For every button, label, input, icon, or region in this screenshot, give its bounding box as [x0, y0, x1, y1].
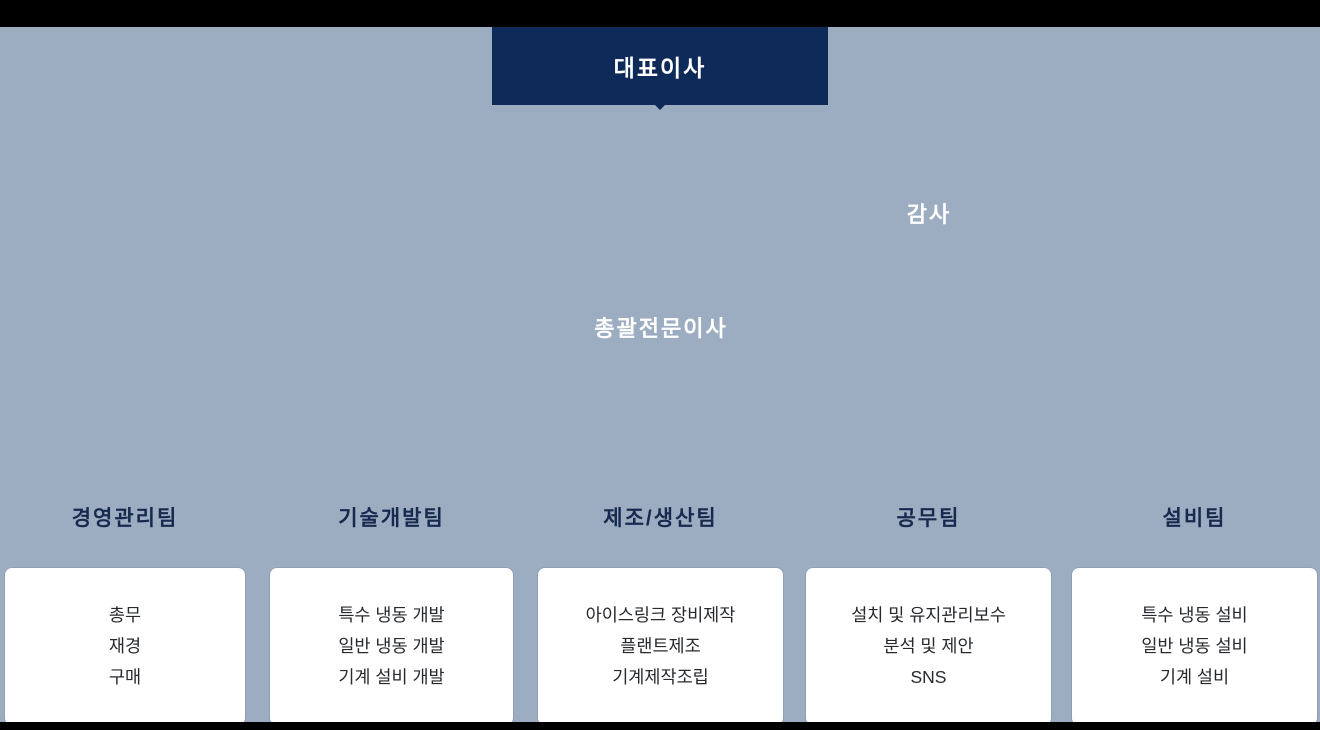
top-black-bar — [0, 0, 1320, 27]
ceo-node: 대표이사 — [492, 27, 828, 110]
team-item: 기계제작조립 — [612, 667, 709, 687]
bottom-black-bar — [0, 722, 1320, 730]
team-item: 아이스링크 장비제작 — [585, 605, 736, 625]
team-title: 제조/생산팀 — [603, 507, 718, 530]
team-card: 설치 및 유지관리보수 분석 및 제안 SNS — [806, 568, 1051, 725]
team-column-engineering: 공무팀 설치 및 유지관리보수 분석 및 제안 SNS — [806, 497, 1051, 725]
team-item: 구매 — [108, 667, 142, 687]
team-item: 일반 냉동 설비 — [1141, 636, 1248, 656]
auditor-node: 감사 — [906, 202, 952, 227]
team-card: 아이스링크 장비제작 플랜트제조 기계제작조립 — [538, 568, 783, 725]
team-item: 플랜트제조 — [620, 636, 701, 656]
executive-director-node: 총괄전문이사 — [594, 316, 728, 341]
team-column-management: 경영관리팀 총무 재경 구매 — [5, 497, 245, 725]
ceo-label: 대표이사 — [613, 55, 707, 81]
team-column-tech-development: 기술개발팀 특수 냉동 개발 일반 냉동 개발 기계 설비 개발 — [270, 497, 513, 725]
team-title: 공무팀 — [896, 507, 961, 530]
team-item: 설치 및 유지관리보수 — [851, 605, 1006, 625]
team-item: 일반 냉동 개발 — [338, 636, 445, 656]
team-item: 재경 — [108, 636, 142, 656]
team-item: 기계 설비 개발 — [338, 667, 445, 687]
team-card: 총무 재경 구매 — [5, 568, 245, 725]
team-item: SNS — [910, 667, 947, 687]
team-item: 총무 — [108, 605, 142, 625]
team-item: 기계 설비 — [1159, 667, 1230, 687]
team-title: 경영관리팀 — [71, 507, 179, 530]
team-column-manufacturing: 제조/생산팀 아이스링크 장비제작 플랜트제조 기계제작조립 — [538, 497, 783, 725]
team-item: 특수 냉동 설비 — [1141, 605, 1248, 625]
team-item: 특수 냉동 개발 — [338, 605, 445, 625]
team-column-facilities: 설비팀 특수 냉동 설비 일반 냉동 설비 기계 설비 — [1072, 497, 1317, 725]
team-card: 특수 냉동 개발 일반 냉동 개발 기계 설비 개발 — [270, 568, 513, 725]
team-card: 특수 냉동 설비 일반 냉동 설비 기계 설비 — [1072, 568, 1317, 725]
team-title: 설비팀 — [1162, 507, 1227, 530]
ceo-connector-notch — [655, 105, 665, 110]
team-item: 분석 및 제안 — [883, 636, 974, 656]
team-title: 기술개발팀 — [338, 507, 445, 530]
